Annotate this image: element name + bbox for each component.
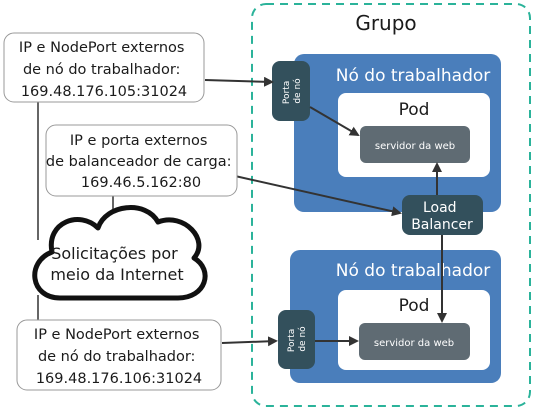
cluster-border [251,3,531,407]
web-server-1 [360,126,470,163]
node-port-2 [278,310,315,369]
web-server-2-label: servidor da web [374,338,454,349]
web-server-2 [359,323,470,360]
cluster-label: Grupo [355,11,416,35]
load-balancer [402,195,483,235]
node-port-1 [272,61,310,121]
web-server-1-label: servidor da web [375,141,455,152]
info-box-load-balancer-text: IP e porta externos de balanceador de ca… [46,133,236,191]
info-box-load-balancer [45,124,238,197]
worker-node-1-title: Nó do trabalhador [336,66,491,86]
internet-cloud-text: Solicitações por meio da Internet [50,244,183,284]
info-box-worker1-text: IP e NodePort externos de nó do trabalha… [19,40,189,100]
pod-2-label: Pod [399,296,430,316]
info-box-worker2 [16,319,222,391]
load-balancer-label: Load Balancer [411,200,473,233]
node-port-2-label: Porta de nó [287,326,308,352]
info-box-worker2-text: IP e NodePort externos de nó do trabalha… [34,327,204,387]
info-box-worker1 [3,32,205,103]
node-port-1-label: Porta de nó [282,78,303,104]
arrow-port1-to-server1 [309,106,360,137]
arrow-mid-to-lb [234,175,402,217]
pod-1-label: Pod [399,100,430,120]
worker-node-2-title: Nó do trabalhador [336,261,491,281]
internet-cloud [32,205,208,301]
arrow-top-to-port1 [204,76,274,87]
arrow-bot-to-port2 [221,336,278,347]
